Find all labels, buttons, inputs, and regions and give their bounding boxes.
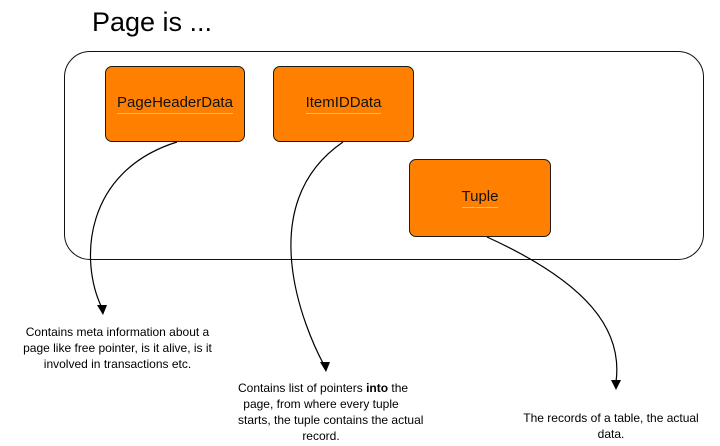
item-id-description-suffix: the — [388, 381, 409, 395]
page-header-description-line-2: page like free pointer, is it alive, is … — [23, 341, 212, 355]
item-id-description-line-3: starts, the tuple contains the actual — [238, 413, 424, 427]
page-header-data-label: PageHeaderData — [117, 94, 233, 114]
item-id-description-line-4: record. — [302, 429, 340, 443]
page-title: Page is ... — [92, 7, 213, 37]
page-header-description-line-1: Contains meta information about a — [25, 325, 210, 339]
item-id-description-emphasis: into — [366, 381, 389, 395]
page-header-data-node: PageHeaderData — [105, 66, 245, 142]
item-id-description-line-1: Contains list of pointers into the — [238, 380, 408, 396]
tuple-description-line-1: The records of a table, the actual — [523, 411, 699, 425]
page-header-description-line-3: involved in transactions etc. — [43, 357, 192, 371]
tuple-description: The records of a table, the actual data. — [502, 410, 720, 442]
item-id-data-node: ItemIDData — [273, 66, 414, 142]
page-header-description: Contains meta information about a page l… — [0, 324, 235, 372]
item-id-description-prefix: Contains list of pointers — [238, 381, 367, 395]
tuple-records-arrowhead — [611, 380, 621, 390]
item-id-pointers-arrowhead — [320, 362, 330, 372]
tuple-description-line-2: data. — [597, 427, 625, 441]
header-meta-arrowhead — [97, 305, 107, 315]
item-id-data-label: ItemIDData — [305, 94, 382, 114]
item-id-to-pointers-connector — [290, 141, 344, 366]
item-id-description-line-2: page, from where every tuple — [243, 397, 399, 411]
item-id-description: Contains list of pointers into the page,… — [238, 380, 424, 444]
tuple-to-records-connector — [486, 236, 618, 383]
header-to-meta-connector — [89, 141, 178, 309]
tuple-label: Tuple — [461, 188, 499, 208]
tuple-node: Tuple — [409, 159, 551, 237]
